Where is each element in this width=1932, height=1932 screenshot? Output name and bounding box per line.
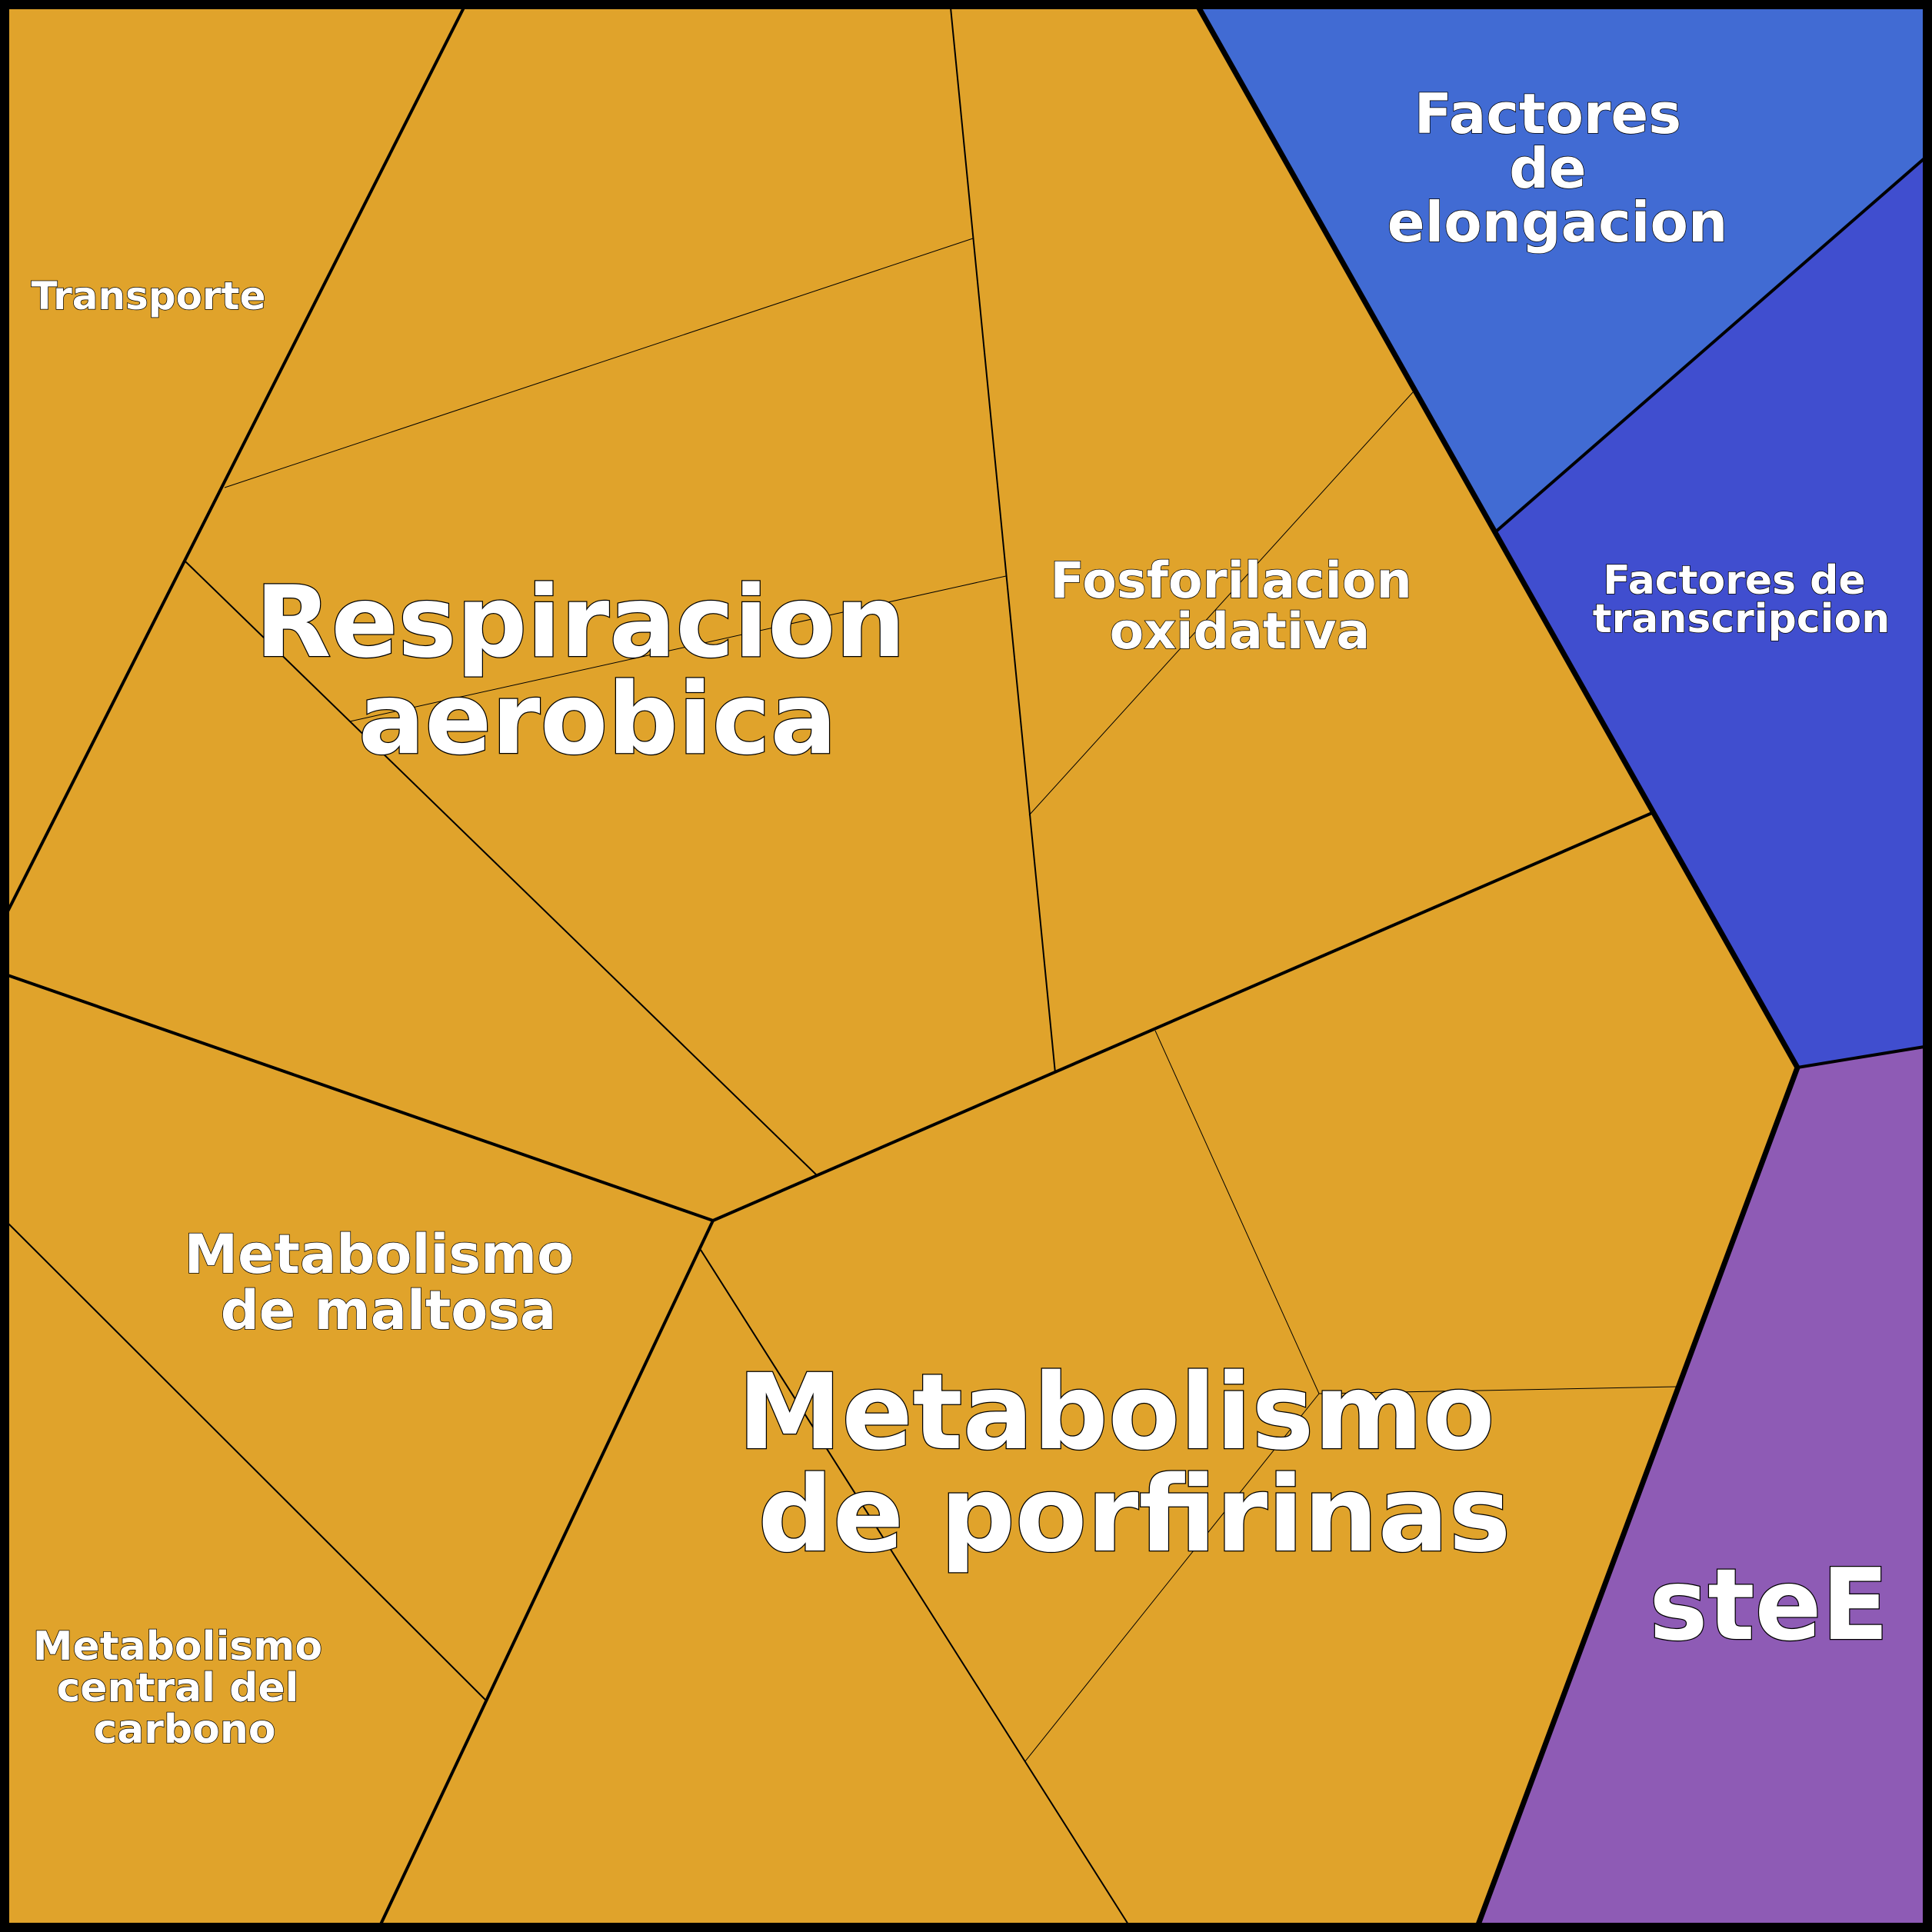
- label-metabolismo-maltosa: Metabolismo de maltosa: [184, 1223, 592, 1342]
- label-metabolismo-porfirinas: Metabolismo de porfirinas: [738, 1352, 1531, 1576]
- label-transporte: Transporte: [32, 274, 266, 318]
- minor-edges: [224, 238, 1678, 1762]
- cell-factores-transcripcion[interactable]: [1495, 152, 1932, 1068]
- label-factores-elongacion: Factores de elongacion: [1387, 82, 1727, 255]
- label-stee: steE: [1649, 1548, 1889, 1663]
- medium-edges: [7, 7, 1129, 1925]
- cell-stee[interactable]: [1477, 1046, 1932, 1932]
- group-boundary: [1194, 4, 1800, 1928]
- label-factores-transcripcion: Factores de transcripcion: [1593, 558, 1890, 642]
- cell-factores-elongacion[interactable]: [1198, 0, 1932, 532]
- label-respiracion-aerobica: Respiracion aerobica: [255, 565, 940, 777]
- major-edges: [6, 7, 1926, 1925]
- labels: Transporte Respiracion aerobica Fosforil…: [31, 81, 1890, 1754]
- label-fosforilacion-oxidativa: Fosforilacion oxidativa: [1051, 552, 1430, 661]
- label-metabolismo-central-carbono: Metabolismo central del carbono: [33, 1624, 337, 1753]
- cell-orange-background: [0, 0, 1797, 1932]
